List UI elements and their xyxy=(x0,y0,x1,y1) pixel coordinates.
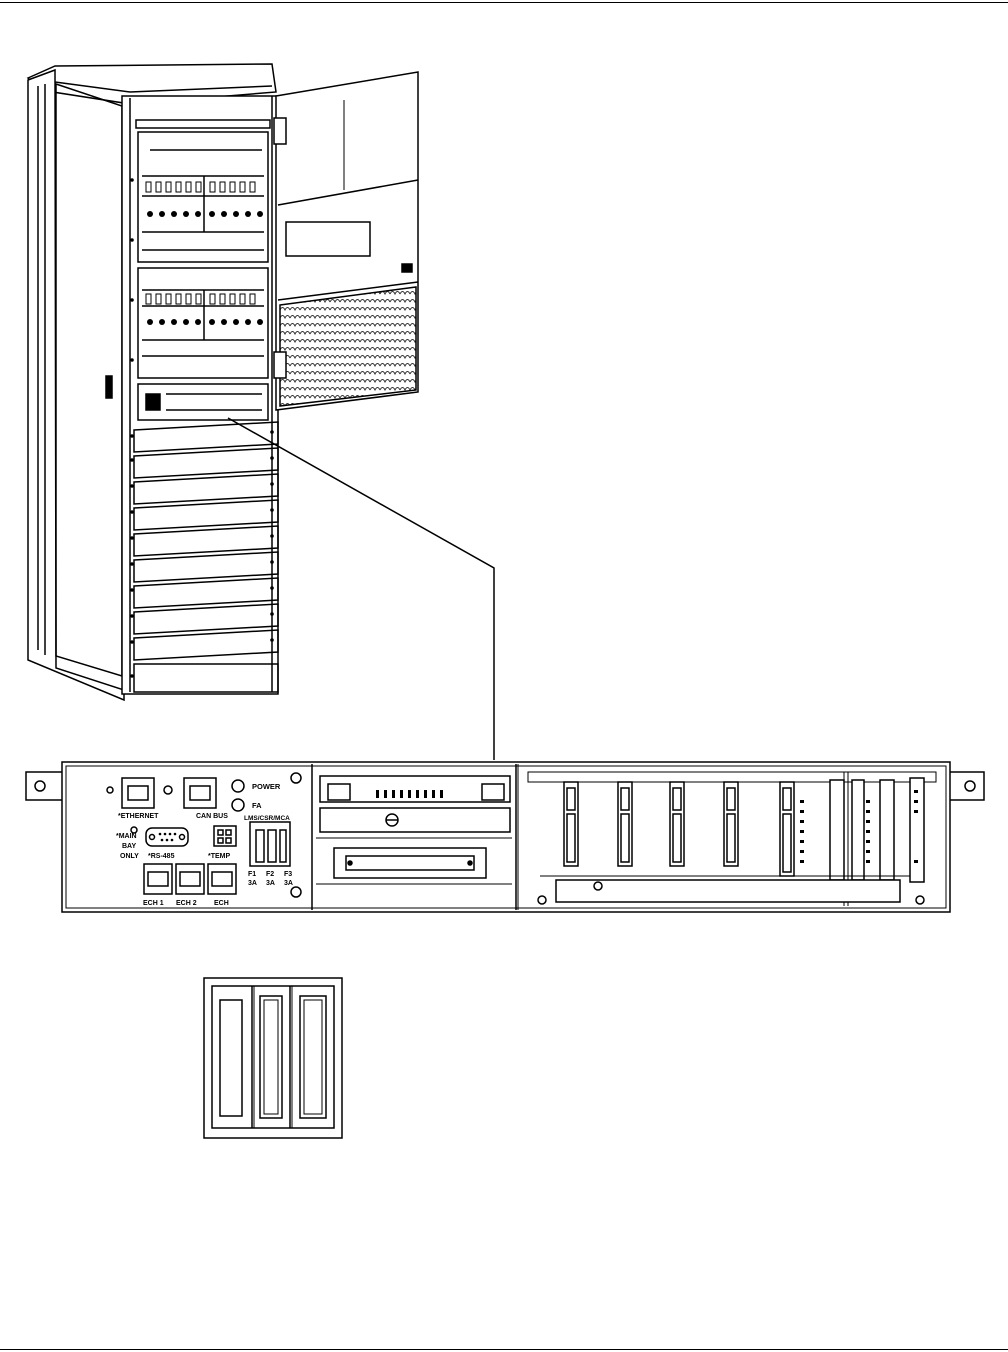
door-hinge-top xyxy=(273,117,287,145)
label-ech1: ECH 1 xyxy=(143,900,164,907)
rectifier-plates xyxy=(133,421,279,693)
power-led xyxy=(231,779,245,793)
mounting-ear-right xyxy=(944,771,985,801)
label-rs485: *RS-485 xyxy=(148,853,175,860)
label-ethernet: *ETHERNET xyxy=(118,813,159,820)
side-handle xyxy=(105,375,113,399)
label-f2: F2 xyxy=(266,871,274,878)
fa-led xyxy=(231,798,245,812)
bottom-rule xyxy=(0,1349,1008,1350)
controller-panel xyxy=(25,761,985,913)
breaker-rows xyxy=(145,181,263,325)
distribution-lower xyxy=(137,267,269,379)
frame-screws xyxy=(130,178,274,678)
fuse-block-detail xyxy=(203,977,343,1139)
label-main-bay-3: ONLY xyxy=(120,853,139,860)
label-f3-rating: 3A xyxy=(284,880,293,887)
door-latch xyxy=(401,263,413,273)
label-fuse-group: LMS/CSR/MCA xyxy=(244,815,290,822)
cabinet-door xyxy=(273,71,419,411)
door-document-holder xyxy=(285,221,371,257)
label-f3: F3 xyxy=(284,871,292,878)
label-can-bus: CAN BUS xyxy=(196,813,228,820)
label-power: POWER xyxy=(252,782,281,791)
callout-leader xyxy=(227,417,495,760)
center-module xyxy=(316,775,512,885)
mounting-ear-left xyxy=(25,771,66,801)
rs485-connector xyxy=(145,827,189,847)
controller-module xyxy=(106,772,302,898)
label-f1: F1 xyxy=(248,871,256,878)
label-main-bay-1: *MAIN xyxy=(116,833,137,840)
slot-module xyxy=(527,771,937,906)
label-main-bay-2: BAY xyxy=(122,843,136,850)
top-rule xyxy=(0,2,1008,3)
controller-shelf xyxy=(137,383,269,421)
label-ech3: ECH xyxy=(214,900,229,907)
distribution-upper xyxy=(137,131,269,263)
slot-ticks xyxy=(800,790,918,863)
label-temp: *TEMP xyxy=(208,853,231,860)
label-ech2: ECH 2 xyxy=(176,900,197,907)
fuse-slot-f1 xyxy=(219,999,243,1117)
label-fa: FA xyxy=(252,801,262,810)
panel-labels: *ETHERNET CAN BUS POWER FA *MAIN BAY ONL… xyxy=(116,782,293,907)
cabinet xyxy=(26,63,279,702)
door-hinge-bottom xyxy=(273,351,287,379)
label-f1-rating: 3A xyxy=(248,880,257,887)
label-f2-rating: 3A xyxy=(266,880,275,887)
